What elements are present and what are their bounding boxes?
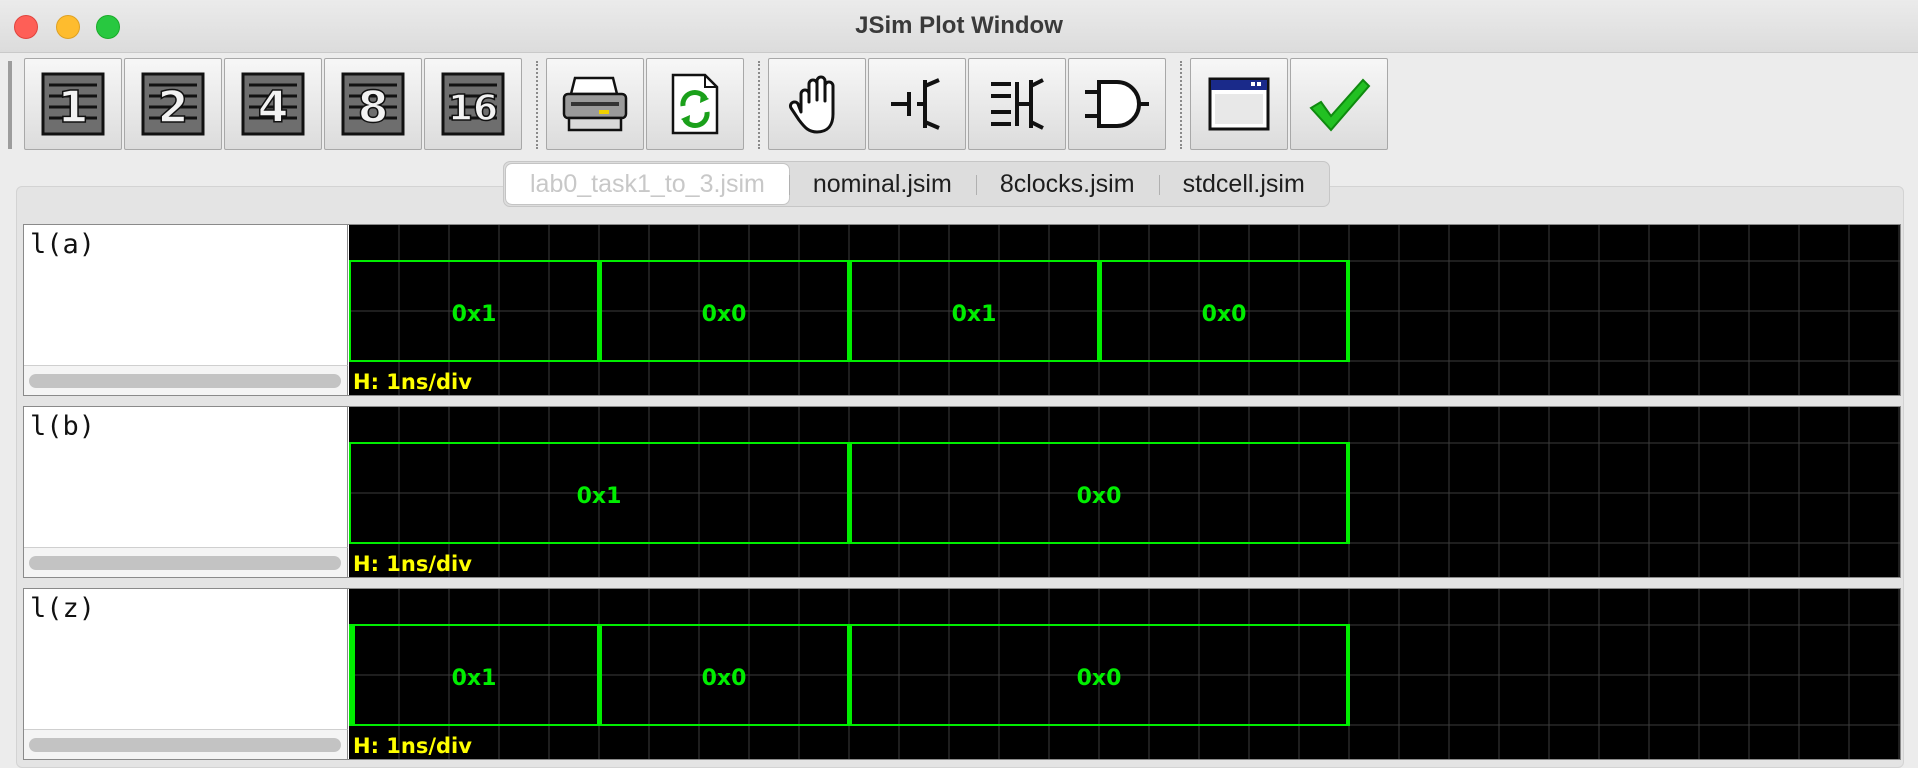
transition-edge [847,261,852,361]
toolbar-grip-handle[interactable] [8,61,12,149]
svg-text:2: 2 [158,82,189,133]
plot-grid [349,225,1900,395]
signal-name: l(a) [24,225,348,365]
toolbar-separator [1180,61,1182,149]
segment-value: 0x0 [1202,302,1247,327]
window-title: JSim Plot Window [855,12,1063,39]
waveform-plot[interactable]: 0x1 0x0 0x1 0x0 H: 1ns/div [349,225,1900,395]
transition-edge [847,443,852,543]
minimize-window-button[interactable] [56,15,80,39]
four-plots-button[interactable]: 4 [224,58,322,150]
transition-edge [847,625,852,725]
pan-hand-icon [789,75,835,134]
window-icon [1208,77,1270,131]
gate-icon [1085,80,1149,128]
segment-value: 0x1 [952,302,997,327]
window-button[interactable] [1190,58,1288,150]
title-bar: JSim Plot Window [0,0,1918,53]
two-plots-icon: 2 [141,72,205,136]
scrollbar-thumb[interactable] [29,374,341,388]
horizontal-scrollbar[interactable] [24,365,348,395]
plot-panel-b: l(b) 0x1 0x0 H: 1ns/div [23,406,1901,578]
end-edge [1346,443,1350,543]
scrollbar-thumb[interactable] [29,738,341,752]
sixteen-plots-button[interactable]: 16 [424,58,522,150]
plot-panel-z: l(z) 0x1 0x0 0x0 H: 1ns/div [23,588,1901,760]
print-button[interactable] [546,58,644,150]
toolbar: 1 2 4 8 16 [0,53,1918,153]
svg-text:16: 16 [448,88,498,129]
signal-name: l(z) [24,589,348,729]
file-tab-bar: lab0_task1_to_3.jsim nominal.jsim 8clock… [503,161,1330,207]
tab-stdcell[interactable]: stdcell.jsim [1158,164,1329,204]
print-icon [562,76,628,132]
reload-button[interactable] [646,58,744,150]
four-plots-icon: 4 [241,72,305,136]
horizontal-scale-label: H: 1ns/div [353,552,472,576]
tab-8clocks[interactable]: 8clocks.jsim [975,164,1159,204]
eight-plots-icon: 8 [341,72,405,136]
horizontal-scrollbar[interactable] [24,547,348,577]
segment-value: 0x0 [1077,484,1122,509]
segment-value: 0x0 [702,302,747,327]
zoom-out-button[interactable] [968,58,1066,150]
start-edge [349,625,355,725]
end-edge [1346,261,1350,361]
zoom-in-button[interactable] [868,58,966,150]
segment-value: 0x1 [577,484,622,509]
horizontal-scrollbar[interactable] [24,729,348,759]
segment-value: 0x1 [452,666,497,691]
transition-edge [597,261,602,361]
checkmark-icon [1309,78,1371,132]
end-edge [1346,625,1350,725]
plot-grid [349,589,1900,759]
segment-value: 0x0 [702,666,747,691]
sixteen-plots-icon: 16 [441,72,505,136]
svg-text:4: 4 [258,82,289,133]
gate-button[interactable] [1068,58,1166,150]
zoom-out-icon [991,78,1044,130]
tab-nominal[interactable]: nominal.jsim [788,164,976,204]
horizontal-scale-label: H: 1ns/div [353,734,472,758]
toolbar-separator [536,61,538,149]
toolbar-separator [758,61,760,149]
horizontal-scale-label: H: 1ns/div [353,370,472,394]
close-window-button[interactable] [14,15,38,39]
eight-plots-button[interactable]: 8 [324,58,422,150]
transition-edge [1097,261,1102,361]
tab-lab0-task1-to-3[interactable]: lab0_task1_to_3.jsim [506,164,789,204]
segment-value: 0x1 [452,302,497,327]
signal-name: l(b) [24,407,348,547]
segment-value: 0x0 [1077,666,1122,691]
maximize-window-button[interactable] [96,15,120,39]
one-plot-button[interactable]: 1 [24,58,122,150]
scrollbar-thumb[interactable] [29,556,341,570]
svg-text:1: 1 [58,82,89,133]
waveform-plot[interactable]: 0x1 0x0 H: 1ns/div [349,407,1900,577]
transition-edge [597,625,602,725]
waveform-plot[interactable]: 0x1 0x0 0x0 H: 1ns/div [349,589,1900,759]
plot-panel-a: l(a) 0x1 0x0 0x1 0x0 H: 1ns/div [23,224,1901,396]
one-plot-icon: 1 [41,72,105,136]
refresh-document-icon [671,73,719,135]
zoom-in-icon [891,78,940,130]
two-plots-button[interactable]: 2 [124,58,222,150]
checkmark-button[interactable] [1290,58,1388,150]
svg-text:8: 8 [358,82,389,133]
pan-button[interactable] [768,58,866,150]
